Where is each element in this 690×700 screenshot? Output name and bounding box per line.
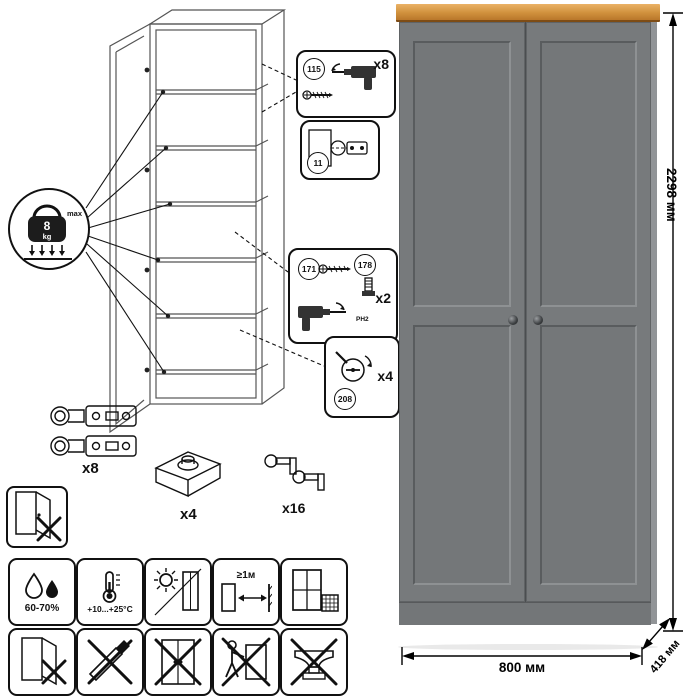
screws-count: x2	[375, 290, 391, 306]
wardrobe-left-door	[399, 22, 525, 602]
drill-icon	[331, 63, 376, 90]
temperature-pictogram: +10...+25°C	[76, 558, 144, 626]
wardrobe-side-edge	[651, 22, 657, 624]
feet-count-label: x4	[180, 506, 197, 523]
no-dragging-icon	[221, 637, 271, 687]
left-door-bottom-panel	[413, 325, 511, 585]
no-dragging-pictogram	[212, 628, 280, 696]
weight-unit: kg	[43, 232, 52, 241]
bolt-icon	[362, 277, 375, 296]
wardrobe-body	[399, 22, 657, 625]
drill-icon	[298, 302, 346, 331]
foot-plate-icon	[154, 451, 222, 498]
weight-max-label: max	[67, 209, 83, 218]
water-drops-icon	[25, 571, 58, 599]
detail-box-cam-lock: 208 x4	[324, 336, 400, 418]
right-door-bottom-panel	[540, 325, 637, 585]
distance-arrows-icon	[221, 582, 272, 612]
wardrobe-plinth	[399, 602, 651, 625]
load-arrows	[31, 245, 63, 252]
wardrobe-right-door	[526, 22, 651, 602]
part-badge-171: 171	[298, 258, 320, 280]
left-door-top-panel	[413, 41, 511, 307]
floor-shadow	[398, 644, 658, 650]
no-sharp-objects-pictogram	[76, 628, 144, 696]
no-misuse-pictogram	[144, 628, 212, 696]
kettlebell-weight-icon: 8 kg max	[24, 204, 83, 260]
cam-count: x4	[377, 368, 393, 384]
cam-lock-icon	[335, 351, 372, 382]
no-anvil-icon	[290, 638, 338, 686]
hinges-count-label: x8	[82, 460, 99, 477]
detail-box-hinge-mount: 11	[300, 120, 380, 180]
detail-leader-lines	[234, 63, 325, 367]
shelf-pins-icon	[264, 454, 325, 491]
no-knife-icon	[87, 639, 133, 685]
detail-box-hinge-screws: 115 x8	[296, 50, 396, 118]
sunlight-pictogram	[144, 558, 212, 626]
detail-box-screws: 171 178 PH2 x2	[288, 248, 398, 344]
door-warning-box	[6, 486, 68, 548]
humidity-pictogram: 60-70%	[8, 558, 76, 626]
left-door-knob	[508, 315, 518, 325]
no-door-load-pictogram	[8, 628, 76, 696]
thermometer-icon	[102, 571, 120, 604]
weight-value: 8	[44, 219, 51, 233]
no-hanging-on-door-icon	[15, 491, 62, 542]
weight-limit-badge: 8 kg max	[8, 188, 90, 270]
long-screw-icon	[318, 264, 351, 274]
screw-icon	[302, 90, 333, 100]
pins-count-label: x16	[282, 500, 306, 516]
no-heavy-load-pictogram	[280, 628, 348, 696]
wardrobe-product-photo	[396, 4, 664, 650]
right-door-top-panel	[540, 41, 637, 307]
door-gap	[525, 22, 526, 602]
part-badge-115: 115	[303, 58, 325, 80]
distance-pictogram: ≥1м	[212, 558, 280, 626]
hinge-screw-count: x8	[373, 56, 389, 72]
distance-label: ≥1м	[236, 569, 256, 581]
window-ventilation-icon	[292, 569, 339, 612]
width-dimension-label: 800 мм	[498, 660, 546, 675]
temperature-label: +10...+25°C	[87, 604, 133, 615]
no-door-load-icon	[21, 637, 67, 686]
drill-bit-label: PH2	[356, 316, 369, 323]
height-dimension-label: 2298 мм	[664, 168, 679, 222]
sun-and-cabinet-icon	[154, 568, 202, 616]
ventilation-pictogram	[280, 558, 348, 626]
no-cabinet-misuse-icon	[154, 638, 202, 686]
hinge-hardware-icon	[50, 405, 137, 457]
part-badge-208: 208	[334, 388, 356, 410]
shelf-leader-lines	[85, 91, 171, 373]
exploded-cabinet-drawing	[85, 9, 325, 434]
humidity-label: 60-70%	[24, 602, 60, 614]
wardrobe-wood-top	[396, 4, 660, 22]
part-badge-11: 11	[307, 152, 329, 174]
right-door-knob	[533, 315, 543, 325]
part-badge-178: 178	[354, 254, 376, 276]
